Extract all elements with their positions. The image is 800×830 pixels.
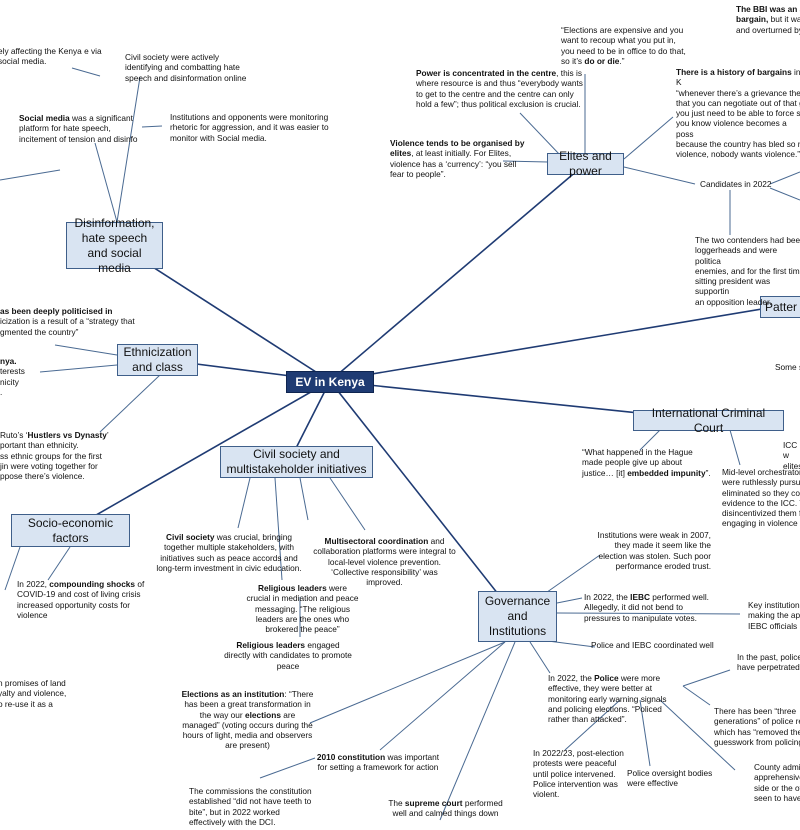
note-institutions-weak: Institutions were weak in 2007, they mad… [597,530,711,571]
note-iebc-performed: In 2022, the IEBC performed well. Allege… [584,592,709,623]
note-religious-leaders: Religious leaders were crucial in mediat… [246,583,359,635]
note-police-effective: In 2022, the Police were more effective,… [548,673,667,725]
note-elections-expensive: “Elections are expensive and you want to… [561,25,686,66]
note-institutions-monitor: Institutions and opponents were monitori… [170,112,329,143]
note-social-media: Social media was a significant platform … [19,113,138,144]
note-hustlers-dynasty: Ruto’s ‘Hustlers vs Dynasty’portant than… [0,430,109,482]
note-bargains: There is a history of bargains in K“when… [676,67,800,160]
note-icc-elites: ICC welites [783,440,800,471]
node-elites-and-power[interactable]: Elites and power [547,149,624,178]
note-commissions: The commissions the constitution establi… [189,786,312,827]
note-2010-constitution: 2010 constitution was important for sett… [316,752,440,773]
node-patterns[interactable]: Patter [760,296,800,318]
node-ethnicization-and-class[interactable]: Ethnicization and class [117,344,198,376]
note-police-iebc: Police and IEBC coordinated well [591,640,714,650]
note-civil-society-crucial: Civil society was crucial, bringing toge… [156,532,302,573]
note-religious-leaders-candidates: Religious leaders engaged directly with … [224,640,352,671]
note-covid-shocks: In 2022, compounding shocks of COVID-19 … [17,579,145,620]
node-international-criminal-court[interactable]: International Criminal Court [633,406,784,435]
node-disinformation[interactable]: Disinformation, hate speech and social m… [66,216,163,275]
note-civil-society-disinfo: Civil society were actively identifying … [125,52,247,83]
note-post-election-protests: In 2022/23, post-election protests were … [533,748,624,800]
note-power-centre: Power is concentrated in the centre, thi… [416,68,583,109]
note-oversight-bodies: Police oversight bodies were effective [627,768,713,789]
note-hague: “What happened in the Hague made people … [582,447,711,478]
note-key-institutional: Key institutionalmaking the apprIEBC off… [748,600,800,631]
note-elections-institution: Elections as an institution: “There has … [181,689,314,751]
node-civil-society[interactable]: Civil society and multistakeholder initi… [220,446,373,478]
note-disinfo-top-left: ely affecting the Kenya e via social med… [0,46,102,67]
note-some: Some s [775,362,800,372]
note-multisectoral: Multisectoral coordination and collabora… [313,536,456,588]
node-governance-institutions[interactable]: Governance and Institutions [478,591,557,642]
node-socio-economic[interactable]: Socio-economic factors [11,514,130,547]
note-violence-elites: Violence tends to be organised by elites… [390,138,525,179]
note-candidates-2022: Candidates in 2022 [700,179,772,189]
center-node-ev-kenya[interactable]: EV in Kenya [286,371,374,393]
note-supreme-court: The supreme court performed well and cal… [388,798,503,819]
